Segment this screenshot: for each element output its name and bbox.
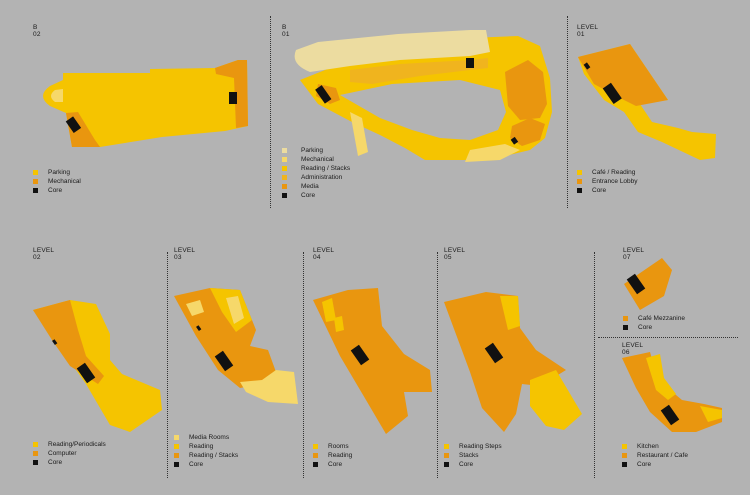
legend-item-mechanical: Mechanical xyxy=(282,155,350,164)
panel-title: LEVEL 04 xyxy=(313,247,334,261)
divider-level07-level06 xyxy=(598,337,738,338)
legend-item-kitchen: Kitchen xyxy=(622,442,688,451)
legend-swatch xyxy=(577,188,582,193)
legend-item-administration: Administration xyxy=(282,173,350,182)
legend-level07: Café Mezzanine Core xyxy=(623,314,685,332)
legend-swatch xyxy=(33,442,38,447)
legend-item-entrance-lobby: Entrance Lobby xyxy=(577,177,638,186)
floor-plan-b02 xyxy=(43,60,248,147)
legend-swatch xyxy=(174,444,179,449)
divider-b02-b01 xyxy=(270,16,271,208)
legend-swatch xyxy=(174,453,179,458)
legend-swatch xyxy=(174,462,179,467)
legend-swatch xyxy=(33,188,38,193)
legend-item-core: Core xyxy=(623,323,685,332)
legend-swatch xyxy=(622,453,627,458)
legend-swatch xyxy=(313,444,318,449)
legend-item-media: Media xyxy=(282,182,350,191)
legend-swatch xyxy=(444,462,449,467)
legend-swatch xyxy=(282,148,287,153)
panel-title: LEVEL 01 xyxy=(577,24,598,38)
legend-item-mechanical: Mechanical xyxy=(33,177,81,186)
panel-title: LEVEL 06 xyxy=(622,342,643,356)
legend-item-cafe-reading: Café / Reading xyxy=(577,168,638,177)
legend-swatch xyxy=(33,179,38,184)
divider-level03-level04 xyxy=(303,252,304,478)
legend-item-core: Core xyxy=(444,460,502,469)
legend-swatch xyxy=(577,170,582,175)
legend-swatch xyxy=(282,193,287,198)
legend-swatch xyxy=(622,444,627,449)
legend-b02: Parking Mechanical Core xyxy=(33,168,81,195)
legend-item-rooms: Rooms xyxy=(313,442,352,451)
legend-item-core: Core xyxy=(33,458,106,467)
legend-item-parking: Parking xyxy=(282,146,350,155)
legend-swatch xyxy=(623,316,628,321)
legend-item-computer: Computer xyxy=(33,449,106,458)
legend-swatch xyxy=(33,460,38,465)
legend-swatch xyxy=(444,444,449,449)
legend-swatch xyxy=(622,462,627,467)
legend-item-reading-stacks: Reading / Stacks xyxy=(174,451,238,460)
legend-item-reading-steps: Reading Steps xyxy=(444,442,502,451)
panel-title: LEVEL 02 xyxy=(33,247,54,261)
legend-swatch xyxy=(313,462,318,467)
legend-item-core: Core xyxy=(577,186,638,195)
legend-swatch xyxy=(444,453,449,458)
legend-item-reading: Reading xyxy=(313,451,352,460)
legend-swatch xyxy=(174,435,179,440)
panel-title: B 02 xyxy=(33,24,41,38)
legend-b01: Parking Mechanical Reading / Stacks Admi… xyxy=(282,146,350,200)
floor-plan-level06 xyxy=(622,352,722,432)
legend-item-reading-periodicals: Reading/Periodicals xyxy=(33,440,106,449)
legend-item-cafe-mezzanine: Café Mezzanine xyxy=(623,314,685,323)
legend-item-parking: Parking xyxy=(33,168,81,177)
legend-item-core: Core xyxy=(282,191,350,200)
legend-swatch xyxy=(33,451,38,456)
floor-plan-level07 xyxy=(624,258,672,310)
legend-level03: Media Rooms Reading Reading / Stacks Cor… xyxy=(174,433,238,469)
legend-swatch xyxy=(282,157,287,162)
legend-swatch xyxy=(282,175,287,180)
legend-level02: Reading/Periodicals Computer Core xyxy=(33,440,106,467)
floor-plan-level03 xyxy=(174,288,298,404)
legend-swatch xyxy=(282,184,287,189)
panel-title: LEVEL 05 xyxy=(444,247,465,261)
floor-plan-level02 xyxy=(33,300,162,432)
legend-level01: Café / Reading Entrance Lobby Core xyxy=(577,168,638,195)
floor-plan-b01 xyxy=(294,30,552,162)
legend-item-reading-stacks: Reading / Stacks xyxy=(282,164,350,173)
divider-level04-level05 xyxy=(437,252,438,478)
legend-item-media-rooms: Media Rooms xyxy=(174,433,238,442)
legend-swatch xyxy=(282,166,287,171)
legend-item-core: Core xyxy=(174,460,238,469)
legend-level05: Reading Steps Stacks Core xyxy=(444,442,502,469)
panel-title: LEVEL 03 xyxy=(174,247,195,261)
legend-item-core: Core xyxy=(33,186,81,195)
panel-title: B 01 xyxy=(282,24,290,38)
divider-b01-level01 xyxy=(567,16,568,208)
legend-swatch xyxy=(577,179,582,184)
legend-level06: Kitchen Restaurant / Cafe Core xyxy=(622,442,688,469)
legend-item-reading: Reading xyxy=(174,442,238,451)
divider-level02-level03 xyxy=(167,252,168,478)
panel-title: LEVEL 07 xyxy=(623,247,644,261)
legend-swatch xyxy=(623,325,628,330)
floor-plan-level01 xyxy=(578,44,716,160)
legend-level04: Rooms Reading Core xyxy=(313,442,352,469)
legend-swatch xyxy=(313,453,318,458)
legend-item-stacks: Stacks xyxy=(444,451,502,460)
floor-plan-level05 xyxy=(444,292,582,432)
legend-item-core: Core xyxy=(622,460,688,469)
divider-level05-level07 xyxy=(594,252,595,478)
floor-plan-level04 xyxy=(313,288,432,434)
legend-item-restaurant-cafe: Restaurant / Cafe xyxy=(622,451,688,460)
legend-item-core: Core xyxy=(313,460,352,469)
legend-swatch xyxy=(33,170,38,175)
